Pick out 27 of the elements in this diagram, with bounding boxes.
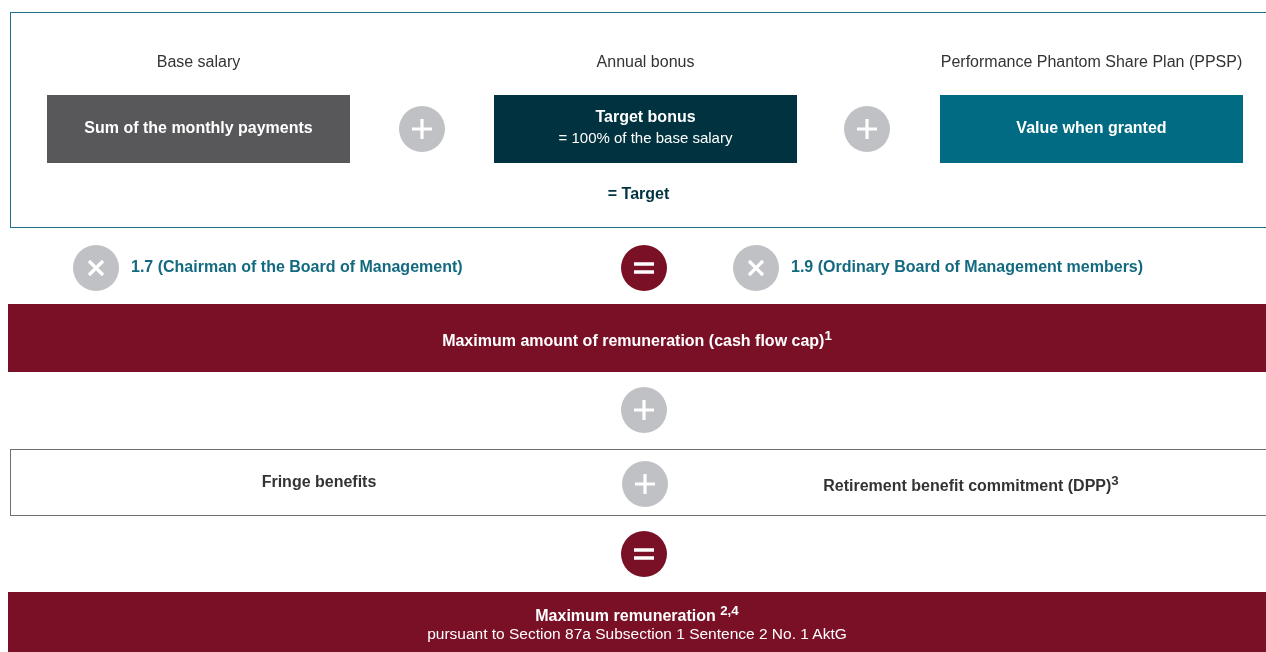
column-heading: Annual bonus <box>595 53 696 71</box>
benefit-text: Retirement benefit commitment (DPP)$^{3}$ <box>822 473 1120 496</box>
box-title: Target bonus <box>594 108 697 126</box>
plus-icon <box>844 106 890 152</box>
column-heading: Performance Phantom Share Plan (PPSP) <box>939 53 1244 71</box>
plus-icon <box>622 461 668 507</box>
benefits-box <box>10 449 1266 516</box>
result-band <box>8 592 1266 652</box>
factor-text: 1.9 (Ordinary Board of Management members) <box>791 258 1144 276</box>
times-icon <box>733 245 779 291</box>
result-band <box>8 304 1266 372</box>
equals-icon <box>621 531 667 577</box>
band-title: Maximum remuneration $^{2,4}$ <box>534 603 740 626</box>
times-icon <box>73 245 119 291</box>
benefit-text: Fringe benefits <box>260 473 378 491</box>
box-title: Sum of the monthly payments <box>83 119 314 137</box>
box-subtitle: = 100% of the base salary <box>557 129 734 146</box>
result-text: = Target <box>606 185 671 203</box>
band-subtitle: pursuant to Section 87a Subsection 1 Sentence 2 No. 1 AktG <box>426 625 848 643</box>
frame-box <box>10 12 1266 228</box>
plus-icon <box>399 106 445 152</box>
column-heading: Base salary <box>155 53 242 71</box>
box-title: Value when granted <box>1015 119 1168 137</box>
factor-text: 1.7 (Chairman of the Board of Management) <box>131 258 463 276</box>
plus-icon <box>621 387 667 433</box>
equals-icon <box>621 245 667 291</box>
band-title: Maximum amount of remuneration (cash flow cap)$^{1}$ <box>441 328 833 351</box>
